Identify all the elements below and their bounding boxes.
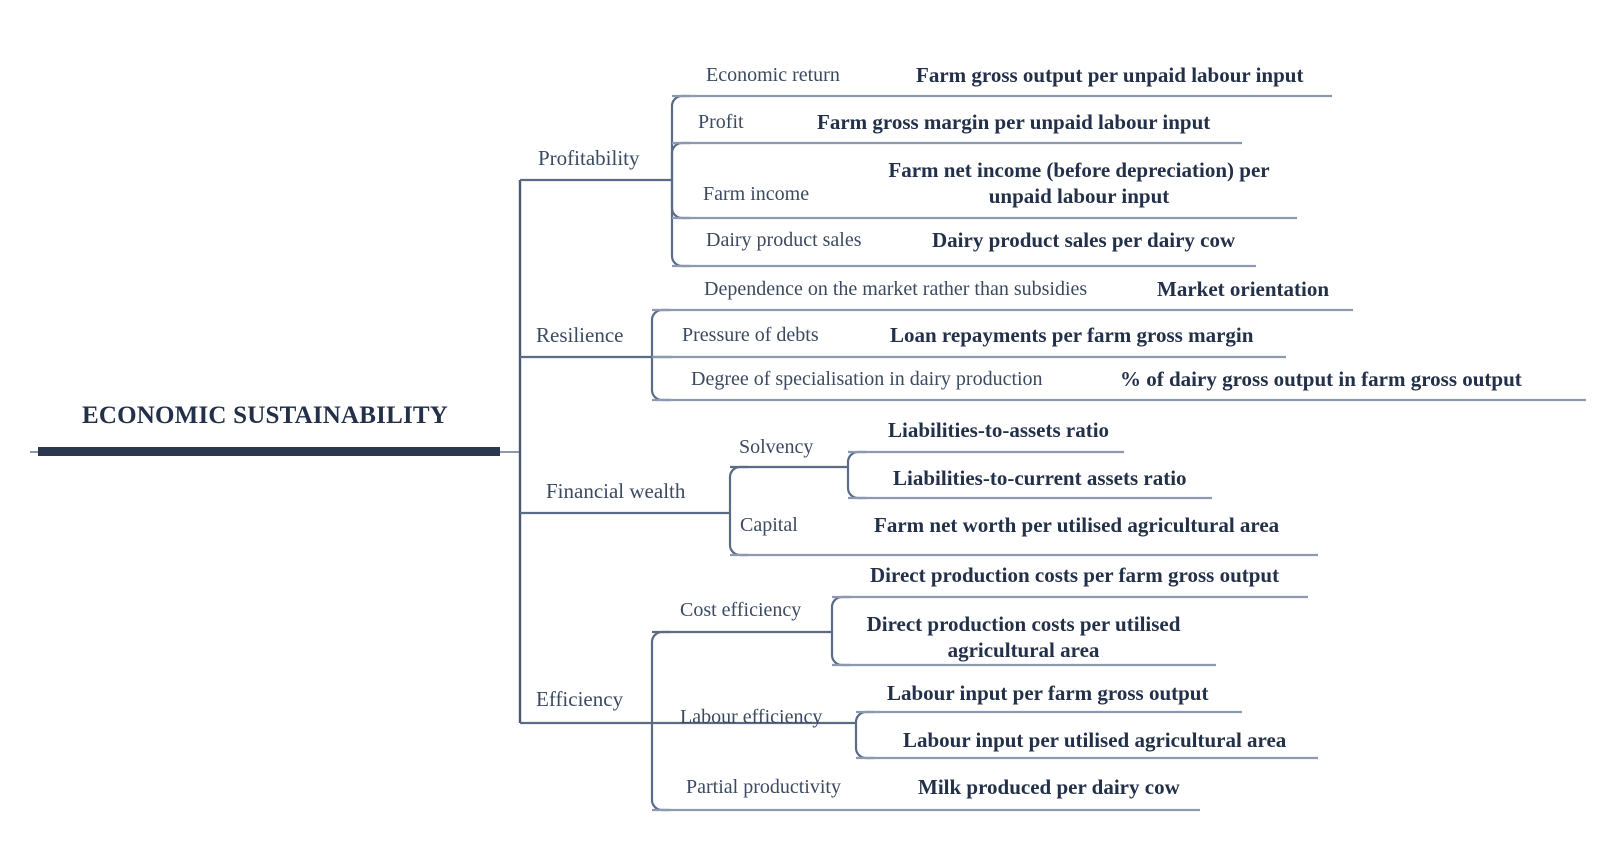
indicator-direct-costs-per-uaa: Direct production costs per utilised agr… [866,612,1181,662]
indicator-farm-net-income-per-unpaid-labour: Farm net income (before depreciation) pe… [888,158,1270,208]
indicator-farm-net-worth-per-uaa: Farm net worth per utilised agricultural… [874,513,1280,537]
theme-label-market-dependence: Dependence on the market rather than sub… [704,278,1088,300]
theme-label-profit: Profit [698,111,744,133]
theme-label-solvency: Solvency [739,436,814,458]
root-accent-bar [38,447,500,456]
indicator-labour-input-per-gross-output: Labour input per farm gross output [887,681,1209,705]
branch-label-efficiency: Efficiency [536,687,624,711]
indicator-percent-dairy-gross-output: % of dairy gross output in farm gross ou… [1120,367,1522,391]
indicator-dairy-product-sales-per-cow: Dairy product sales per dairy cow [932,228,1236,252]
theme-label-dairy-product-sales: Dairy product sales [706,229,862,251]
theme-label-cost-efficiency: Cost efficiency [680,599,802,621]
theme-label-partial-productivity: Partial productivity [686,776,841,798]
theme-label-farm-income: Farm income [703,183,810,205]
indicator-liabilities-to-current-assets-ratio: Liabilities-to-current assets ratio [893,466,1187,490]
indicator-farm-gross-margin-per-unpaid-labour: Farm gross margin per unpaid labour inpu… [817,110,1211,134]
theme-label-specialisation-degree: Degree of specialisation in dairy produc… [691,368,1043,390]
theme-label-labour-efficiency: Labour efficiency [680,706,823,728]
indicator-milk-per-dairy-cow: Milk produced per dairy cow [918,775,1180,799]
indicator-market-orientation: Market orientation [1157,277,1330,301]
root-node-title: ECONOMIC SUSTAINABILITY [82,402,449,429]
theme-label-economic-return: Economic return [706,64,840,86]
theme-label-capital: Capital [740,514,798,536]
theme-label-pressure-of-debts: Pressure of debts [682,324,819,346]
indicator-loan-repayments-per-gross-margin: Loan repayments per farm gross margin [890,323,1254,347]
indicator-labour-input-per-uaa: Labour input per utilised agricultural a… [903,728,1287,752]
indicator-farm-gross-output-per-unpaid-labour: Farm gross output per unpaid labour inpu… [916,63,1304,87]
branch-label-financial-wealth: Financial wealth [546,479,686,503]
indicator-liabilities-to-assets-ratio: Liabilities-to-assets ratio [888,418,1110,442]
branch-label-resilience: Resilience [536,323,624,347]
indicator-direct-costs-per-gross-output: Direct production costs per farm gross o… [870,563,1280,587]
branch-label-profitability: Profitability [538,146,640,170]
